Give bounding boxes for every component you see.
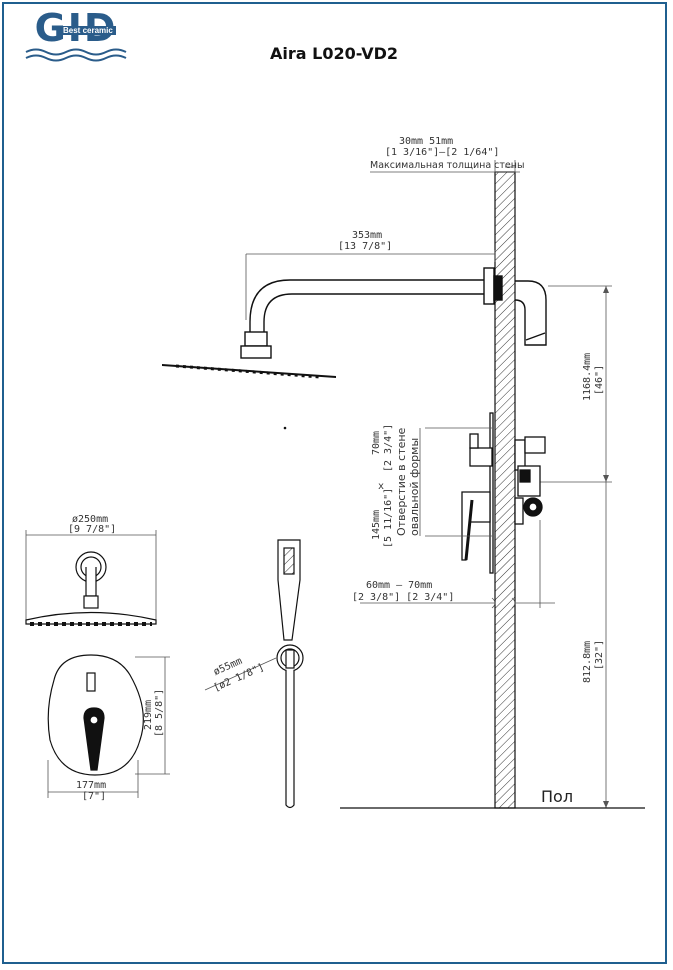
head-height-dimension — [540, 285, 612, 483]
marker-dot — [283, 426, 287, 430]
plate-height-mm: 219mm — [143, 699, 154, 730]
plate-dimensions — [47, 656, 170, 798]
arm-length-mm: 353mm — [352, 230, 383, 241]
wall-thickness-dimension-lines — [370, 160, 520, 173]
hole-label-line-2: овальной формы — [408, 437, 421, 536]
hole-width-mm: 70mm — [371, 430, 382, 455]
mixer-height-in: [32"] — [594, 639, 605, 670]
floor-label: Пол — [541, 787, 574, 806]
hole-width-in: [2 3/4"] — [383, 423, 394, 472]
hole-height-mm: 145mm — [371, 509, 382, 540]
wall-thickness-label: Максимальная толщина стены — [370, 160, 525, 171]
mixer-plate-front-view — [47, 654, 144, 776]
wall-thickness-mm: 30mm 51mm — [399, 136, 454, 147]
plate-height-in: [8 5/8"] — [154, 688, 165, 737]
head-height-mm: 1168.4mm — [582, 352, 593, 401]
wall-thickness-in: [1 3/16"]—[2 1/64"] — [385, 147, 500, 158]
brand-tagline: Best ceramic — [60, 26, 116, 35]
holder-diameter-dimension — [204, 657, 277, 691]
depth-dimension — [360, 520, 555, 609]
shower-arm — [240, 267, 495, 359]
shower-head-top-view — [25, 530, 157, 626]
wall-section — [494, 171, 516, 809]
hole-height-in: [5 11/16"] — [383, 487, 394, 548]
arm-length-in: [13 7/8"] — [338, 241, 393, 252]
concealed-mixer-body — [461, 412, 546, 574]
wall-connector — [493, 275, 547, 346]
mixer-height-dimension — [603, 482, 609, 808]
logo-waves — [25, 48, 127, 62]
plate-width-in: [7"] — [82, 791, 107, 802]
head-diameter-in: [9 7/8"] — [68, 524, 117, 535]
plate-width-mm: 177mm — [76, 780, 107, 791]
depth-in: [2 3/8"] [2 3/4"] — [352, 592, 455, 603]
hole-label-line-1: Отверстие в стене — [395, 427, 408, 536]
head-height-in: [46"] — [594, 364, 605, 395]
hand-shower — [276, 539, 304, 809]
hole-times: x — [378, 481, 385, 492]
rain-shower-head — [162, 364, 336, 379]
product-title: Aira L020-VD2 — [270, 44, 398, 63]
hole-dimension-lines — [419, 427, 492, 537]
arm-length-dimension — [245, 250, 496, 320]
mixer-height-mm: 812.8mm — [582, 640, 593, 683]
page-frame — [2, 2, 667, 964]
depth-mm: 60mm — 70mm — [366, 580, 433, 591]
head-diameter-mm: ø250mm — [72, 514, 109, 525]
